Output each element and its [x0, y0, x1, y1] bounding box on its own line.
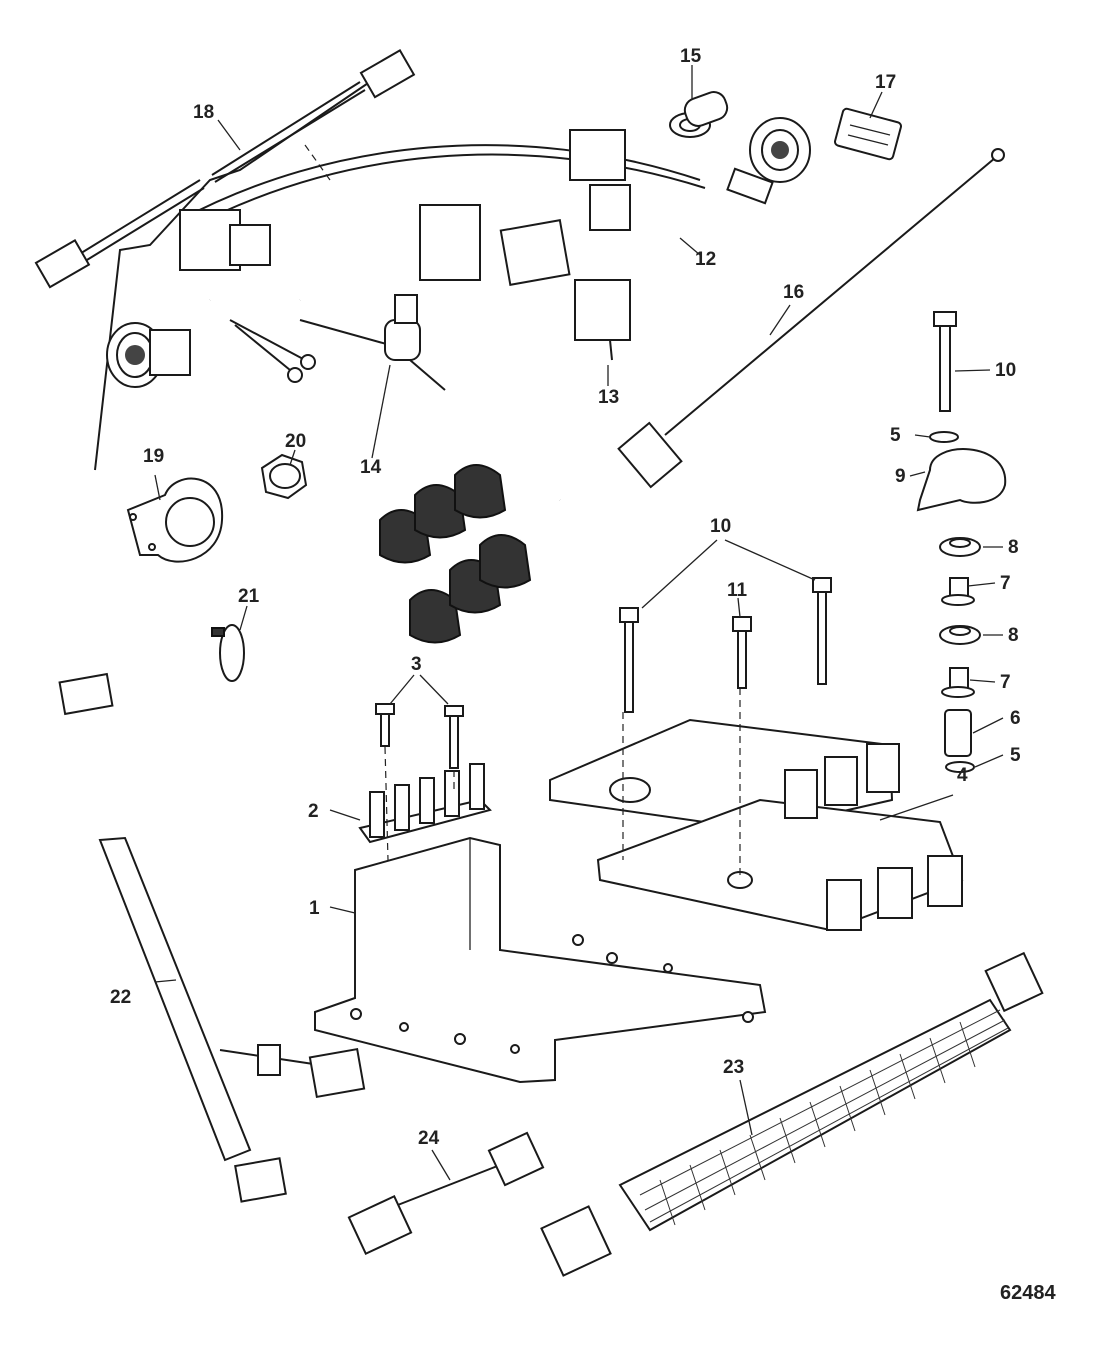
callout-10-lower: 10 — [710, 516, 731, 537]
callout-17: 17 — [875, 72, 896, 93]
figure-number: 62484 — [1000, 1282, 1056, 1304]
part-21-cable-tie — [211, 624, 245, 682]
callout-18: 18 — [193, 102, 214, 123]
part-17-connector — [834, 107, 902, 161]
callout-2: 2 — [308, 801, 319, 822]
part-16-sensor-cable — [617, 148, 1005, 489]
part-1-bracket — [314, 836, 767, 1084]
part-stack-right — [909, 431, 1007, 773]
callout-8-lower: 8 — [1008, 625, 1019, 646]
callout-7-lower: 7 — [1000, 672, 1011, 693]
callout-12: 12 — [695, 249, 716, 270]
part-3-screws — [375, 674, 464, 769]
part-2-module — [358, 746, 492, 861]
callout-22: 22 — [110, 987, 131, 1008]
leader-lines — [154, 65, 991, 914]
callout-15: 15 — [680, 46, 702, 67]
part-14-sensor — [299, 294, 446, 391]
callout-7-upper: 7 — [1000, 573, 1011, 594]
callout-6: 6 — [1010, 708, 1021, 729]
callout-13: 13 — [598, 387, 619, 408]
part-23-braided-harness — [540, 951, 1044, 1277]
part-24-jumper — [347, 1131, 545, 1256]
part-20-nut — [260, 453, 308, 500]
callout-14: 14 — [360, 457, 382, 478]
callout-labels: 1 2 3 4 5 5 6 7 7 8 8 9 10 10 11 12 13 1… — [110, 46, 1056, 1304]
callout-10-upper: 10 — [995, 360, 1016, 381]
part-10-11-bolts — [619, 311, 957, 713]
callout-21: 21 — [238, 586, 260, 607]
callout-24: 24 — [418, 1128, 440, 1149]
callout-4: 4 — [957, 765, 968, 786]
part-15-clip — [669, 91, 729, 138]
part-4-ecm — [549, 688, 964, 932]
callout-16: 16 — [783, 282, 804, 303]
callout-3: 3 — [411, 654, 422, 675]
part-19-bracket — [126, 477, 224, 563]
callout-23: 23 — [723, 1057, 744, 1078]
callout-1: 1 — [309, 898, 320, 919]
callout-20: 20 — [285, 431, 306, 452]
part-22-adapter-harness — [58, 672, 366, 1203]
callout-5-upper: 5 — [890, 425, 901, 446]
callout-8-upper: 8 — [1008, 537, 1019, 558]
part-12-main-harness — [106, 117, 811, 644]
callout-9: 9 — [895, 466, 906, 487]
callout-5-lower: 5 — [1010, 745, 1021, 766]
callout-11: 11 — [727, 580, 748, 601]
callout-19: 19 — [143, 446, 164, 467]
